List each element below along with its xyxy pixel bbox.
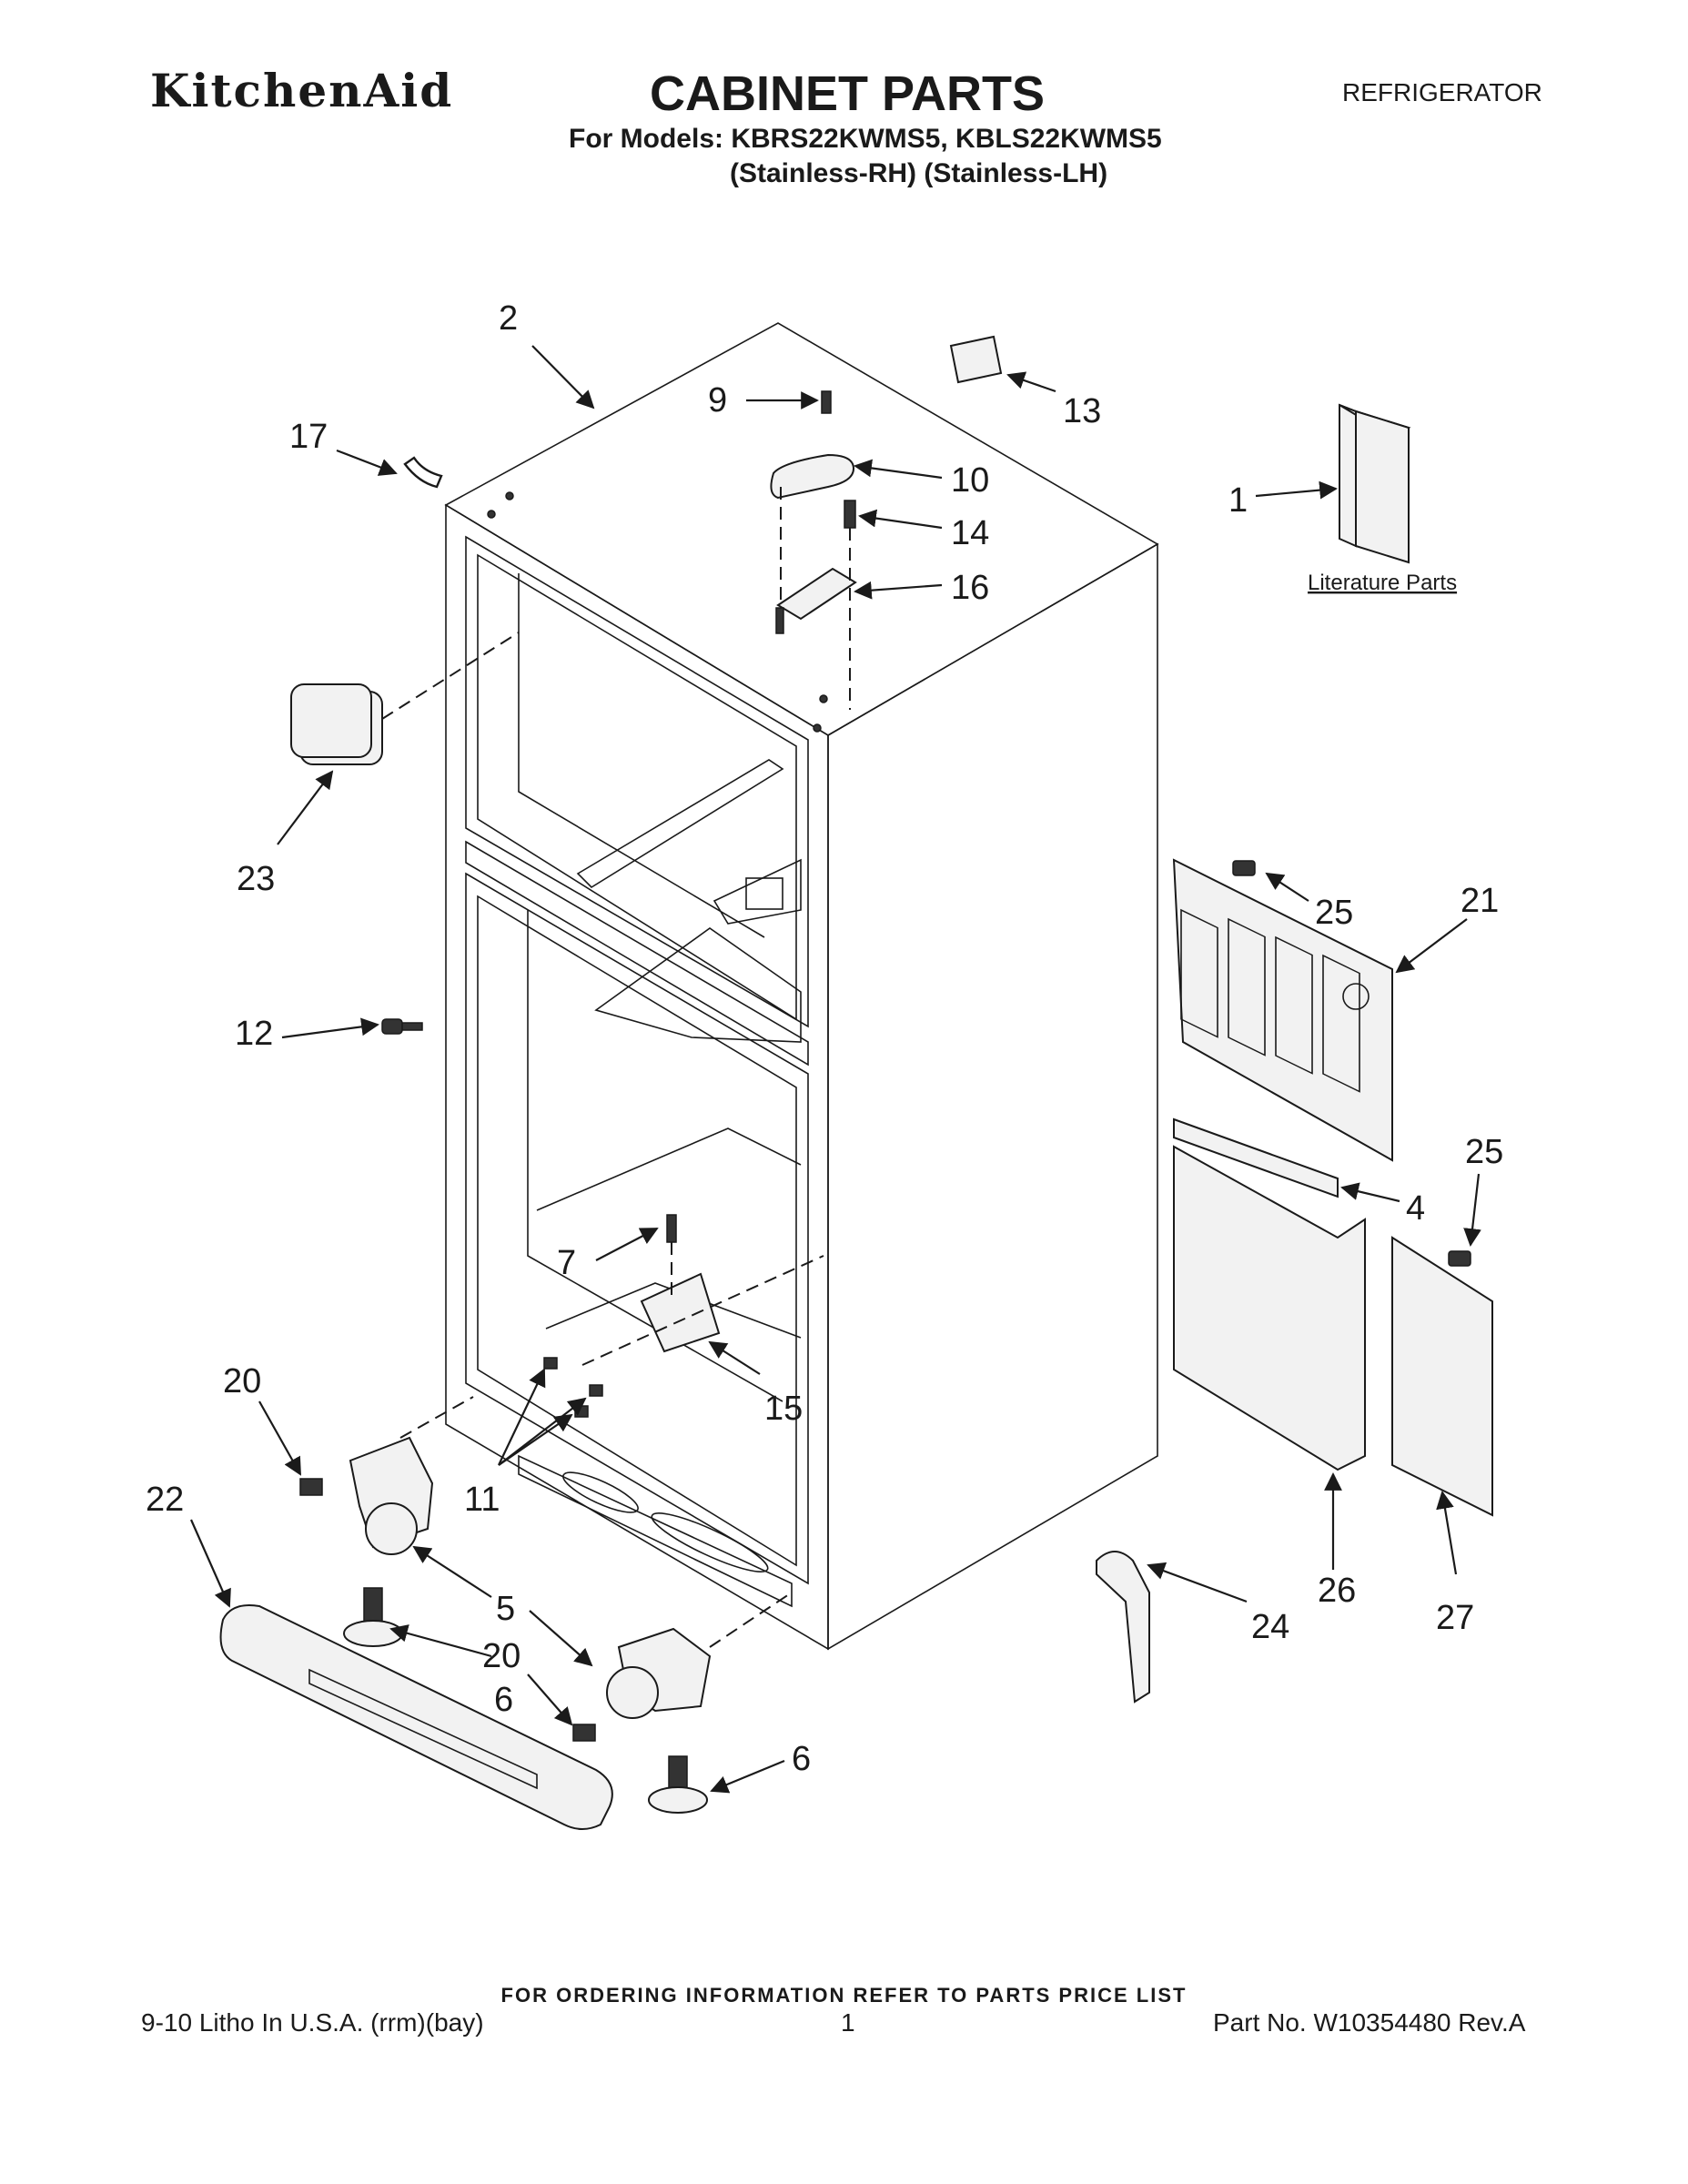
page-number: 1 <box>841 2008 855 2037</box>
side-panel-part <box>1173 1145 1366 1471</box>
top-hinge-assembly <box>770 390 857 710</box>
brand-logo: KitchenAid <box>150 64 454 117</box>
callout-4: 4 <box>1406 1189 1425 1228</box>
callout-20-right: 20 <box>482 1637 521 1675</box>
callout-14: 14 <box>951 514 989 552</box>
callout-22: 22 <box>146 1481 184 1519</box>
callout-20-left: 20 <box>223 1362 261 1400</box>
callout-9: 9 <box>708 381 727 420</box>
roller-assembly-right <box>572 1592 793 1814</box>
callout-16: 16 <box>951 569 989 607</box>
page-title: CABINET PARTS <box>650 66 1046 121</box>
callout-6-left: 6 <box>494 1681 513 1719</box>
literature-parts-label: Literature Parts <box>1308 571 1457 595</box>
hose-part <box>403 456 443 489</box>
leader-arrows <box>189 345 1481 1794</box>
callout-1: 1 <box>1228 481 1248 520</box>
callout-10: 10 <box>951 461 989 500</box>
callout-17: 17 <box>289 418 328 456</box>
screw-part <box>381 1018 423 1035</box>
callout-25-top: 25 <box>1315 894 1353 932</box>
ordering-note: FOR ORDERING INFORMATION REFER TO PARTS … <box>500 1984 1188 2007</box>
roller-assembly-left <box>299 1396 474 1647</box>
callout-13: 13 <box>1063 392 1101 430</box>
leveling-wrench-part <box>1096 1551 1150 1704</box>
callout-25-right: 25 <box>1465 1133 1503 1171</box>
part-number: Part No. W10354480 Rev.A <box>1213 2008 1526 2037</box>
models-line: For Models: KBRS22KWMS5, KBLS22KWMS5 <box>569 124 1162 154</box>
access-cover-part <box>1391 1236 1493 1517</box>
variants-line: (Stainless-RH) (Stainless-LH) <box>730 158 1108 188</box>
callout-27: 27 <box>1436 1599 1474 1637</box>
label-part <box>949 335 1003 384</box>
callout-23: 23 <box>237 860 275 898</box>
litho-info: 9-10 Litho In U.S.A. (rrm)(bay) <box>141 2008 484 2037</box>
screw-part <box>1232 860 1256 876</box>
callout-labels: 2 9 13 10 14 16 17 1 Literature Parts 23… <box>146 299 1503 1778</box>
literature-parts-book <box>1339 403 1411 564</box>
callout-26: 26 <box>1318 1572 1356 1610</box>
callout-15: 15 <box>764 1390 803 1428</box>
machine-compartment-grille <box>1172 858 1393 1162</box>
callout-2: 2 <box>499 299 518 338</box>
screw-part <box>1448 1250 1471 1267</box>
inner-bracket-parts <box>543 1214 824 1418</box>
trim-strip-part <box>1173 1117 1339 1198</box>
base-grille-part <box>219 1604 613 1830</box>
control-module-part <box>290 632 520 765</box>
callout-7: 7 <box>557 1244 576 1282</box>
callout-5-left: 5 <box>496 1590 515 1628</box>
callout-24: 24 <box>1251 1608 1289 1646</box>
appliance-category: REFRIGERATOR <box>1342 78 1542 106</box>
cabinet-shell <box>444 322 1159 1651</box>
callout-11: 11 <box>464 1481 500 1519</box>
callout-6-right: 6 <box>792 1740 811 1778</box>
callout-21: 21 <box>1461 882 1499 920</box>
callout-12: 12 <box>235 1015 273 1053</box>
